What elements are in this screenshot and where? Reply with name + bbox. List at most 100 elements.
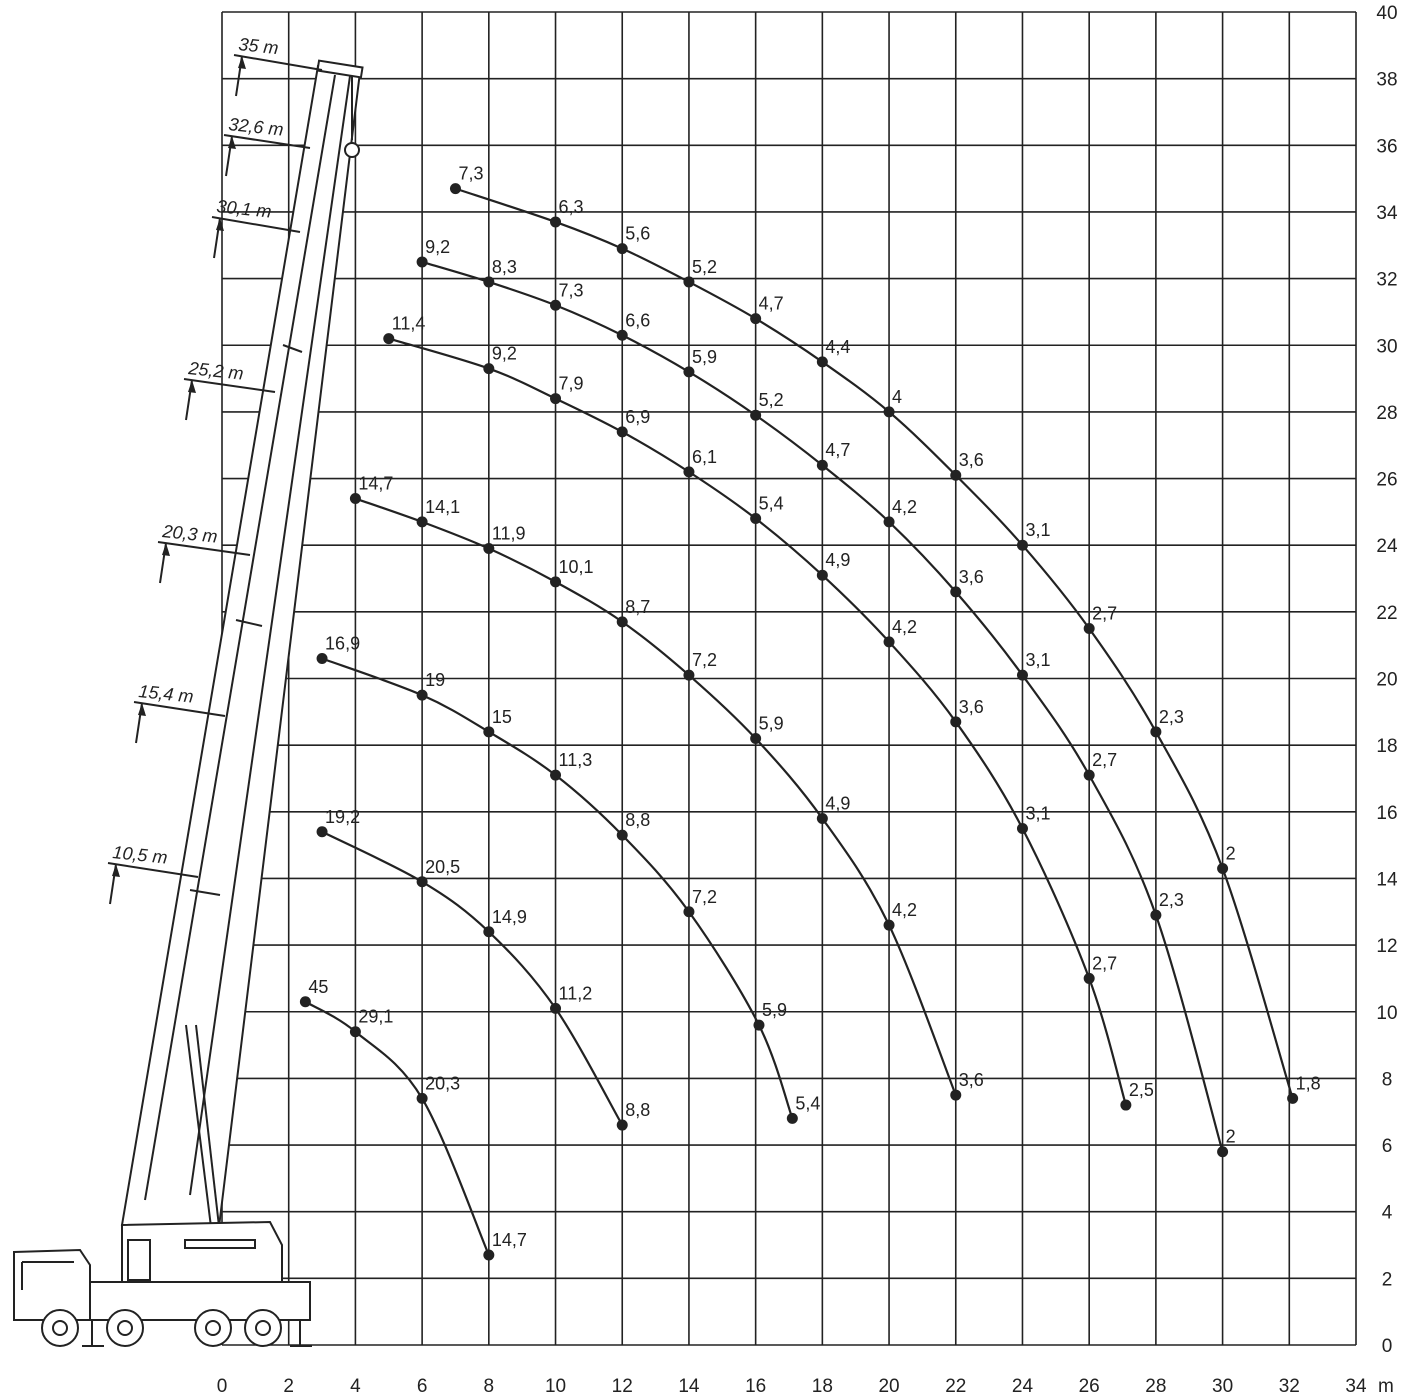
y-tick-label: 2 [1382,1269,1393,1290]
boom-length-marker: 10,5 m [107,842,199,905]
load-point [483,1249,495,1261]
arrow-head-icon [112,864,120,877]
y-tick-label: 30 [1376,336,1397,357]
load-curve-line [355,497,957,1096]
arrow-head-icon [228,136,236,149]
x-tick-label: 8 [484,1376,495,1397]
x-tick-label: 28 [1145,1376,1166,1397]
load-point-label: 5,9 [692,347,717,367]
load-point-label: 6,3 [559,197,584,217]
load-point [950,469,962,481]
arrow-head-icon [238,56,246,69]
load-point [416,689,428,701]
load-point-label: 4,9 [825,550,850,570]
load-point-label: 45 [308,977,328,997]
y-tick-label: 34 [1376,203,1398,224]
x-tick-label: 0 [217,1376,228,1397]
arrow-head-icon [162,543,170,556]
load-point [550,1002,562,1014]
load-point [683,466,695,478]
load-point-label: 19,2 [325,807,360,827]
load-point [483,363,495,375]
load-point [950,1089,962,1101]
load-point-label: 2,7 [1092,750,1117,770]
load-point [1217,1146,1229,1158]
load-point-label: 1,8 [1296,1073,1321,1093]
load-point [616,243,628,255]
load-point [616,329,628,341]
load-point-label: 8,8 [625,1100,650,1120]
y-tick-label: 20 [1376,670,1397,691]
load-point-label: 16,9 [325,634,360,654]
load-point [1120,1099,1132,1111]
x-tick-label: 22 [945,1376,966,1397]
y-tick-label: 12 [1376,936,1397,957]
load-point [883,516,895,528]
y-tick-label: 24 [1376,536,1398,557]
load-point-label: 6,9 [625,407,650,427]
y-tick-label: 4 [1382,1203,1393,1224]
load-point [816,569,828,581]
y-tick-label: 0 [1382,1336,1393,1357]
load-point [1083,769,1095,781]
arrow-head-icon [216,218,224,231]
x-tick-label: 26 [1079,1376,1100,1397]
load-point-label: 20,3 [425,1073,460,1093]
x-tick-label: 6 [417,1376,428,1397]
load-point [816,459,828,471]
y-tick-label: 22 [1376,603,1397,624]
load-point [816,356,828,368]
boom-length-leader [183,378,276,393]
boom-length-leader [223,134,311,149]
load-point-label: 2,3 [1159,707,1184,727]
boom-length-leader [233,54,323,71]
crane-illustration [13,59,364,1347]
load-point [753,1019,765,1031]
load-point-label: 2,5 [1129,1080,1154,1100]
load-point [383,333,395,345]
x-unit-label: m [1378,1376,1394,1397]
load-point [616,1119,628,1131]
load-point [883,636,895,648]
boom-length-marker: 30,1 m [211,196,301,259]
load-point-label: 5,4 [795,1093,820,1113]
boom-length-leader [157,541,251,556]
y-tick-label: 32 [1376,270,1397,291]
load-curve-series: 9,28,37,36,65,95,24,74,23,63,12,72,32 [416,237,1236,1158]
load-point-label: 4,9 [825,793,850,813]
load-curve-series: 19,220,514,911,28,8 [316,807,650,1131]
y-tick-label: 28 [1376,403,1397,424]
load-point [1217,862,1229,874]
load-point-label: 11,4 [392,314,426,334]
x-tick-label: 32 [1279,1376,1300,1397]
load-point [1083,972,1095,984]
load-point [616,426,628,438]
load-point-label: 14,9 [492,907,527,927]
load-point-label: 5,9 [762,1000,787,1020]
load-point [616,616,628,628]
x-tick-label: 2 [283,1376,294,1397]
load-point-label: 4,2 [892,617,917,637]
load-point [416,516,428,528]
load-point-label: 7,2 [692,887,717,907]
load-point-label: 3,6 [959,1070,984,1090]
x-tick-label: 4 [350,1376,361,1397]
chart-grid [221,11,1357,1346]
y-tick-label: 36 [1376,136,1397,157]
load-point-label: 4,2 [892,900,917,920]
boom-length-marker: 35 m [233,34,323,97]
load-point-label: 5,9 [759,713,784,733]
load-curve-line [455,187,1294,1099]
load-curve-series: 14,714,111,910,18,77,25,94,94,23,6 [349,474,984,1101]
load-point-label: 4,7 [825,440,850,460]
load-point-label: 14,1 [425,497,460,517]
load-point-label: 7,3 [559,280,584,300]
boom-length-leader [211,216,301,233]
load-point-label: 4,4 [825,337,850,357]
load-curve-line [321,830,624,1126]
load-point [483,543,495,555]
boom-length-leader [107,862,199,878]
